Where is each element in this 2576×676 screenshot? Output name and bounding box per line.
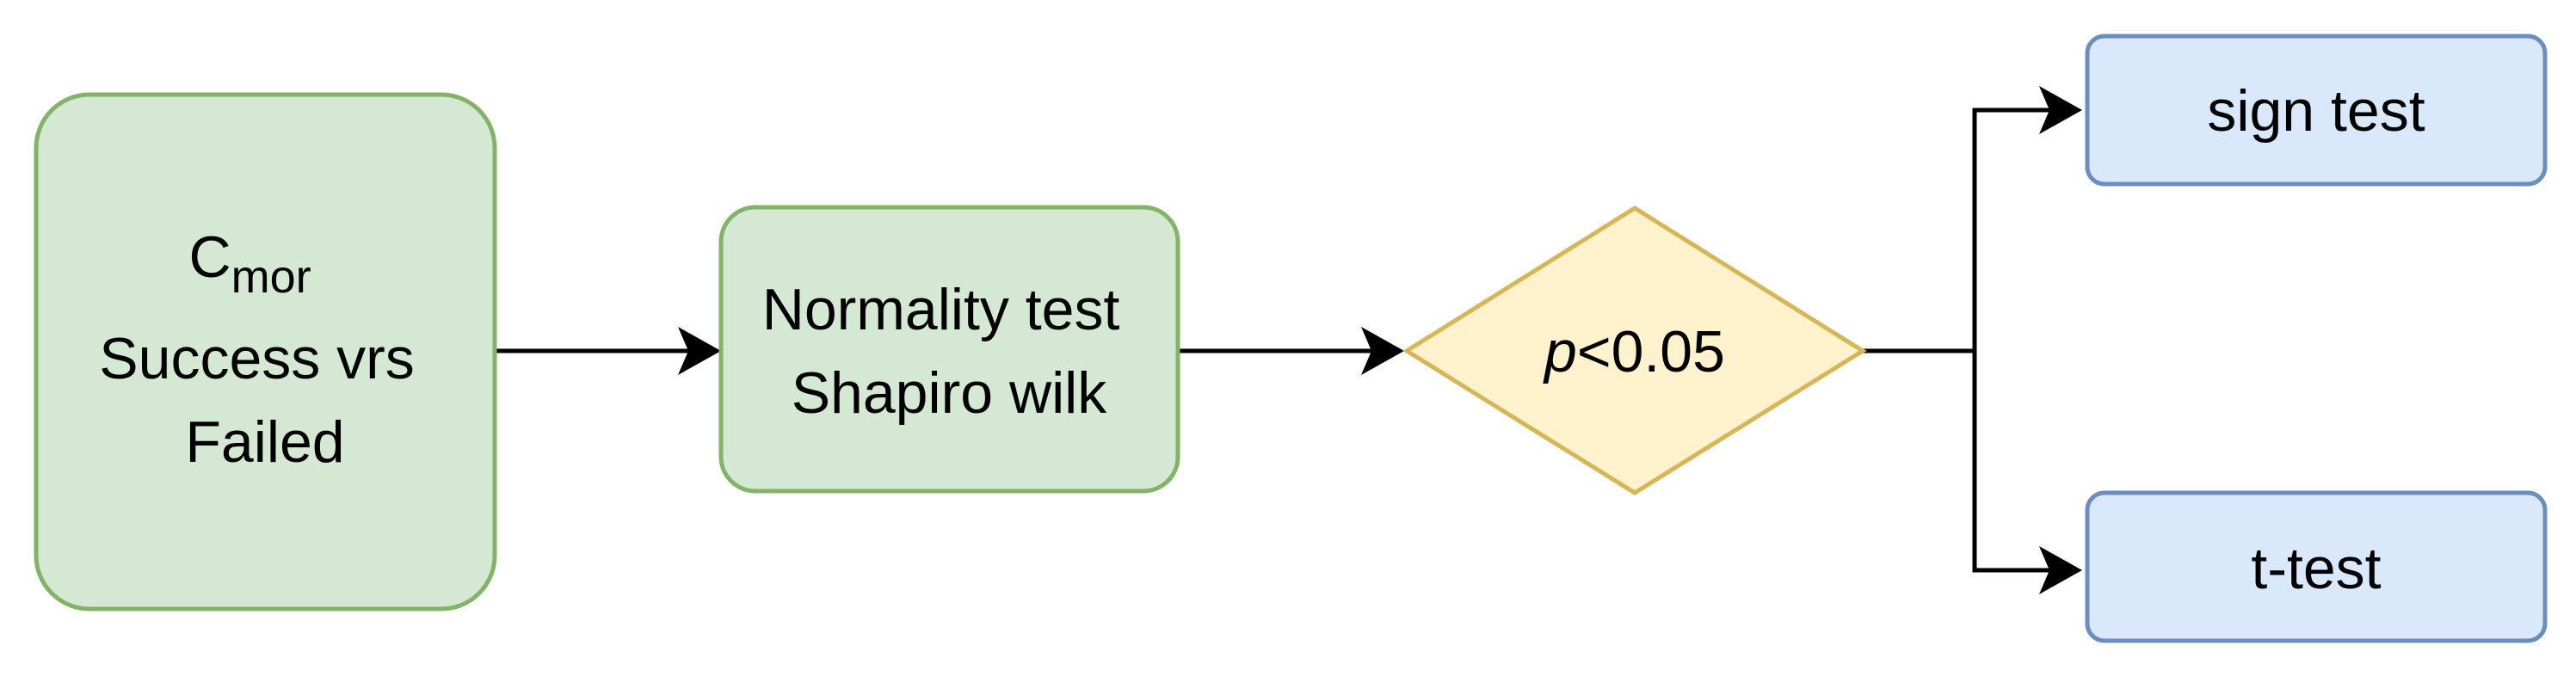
- edge-decision-to-t-test-arrowhead: [2039, 546, 2082, 594]
- node-input-line3: Failed: [185, 409, 344, 475]
- edge-decision-to-t-test: [1972, 351, 2074, 573]
- node-normality-test-line1: Normality test: [762, 277, 1120, 342]
- node-input-box: [34, 92, 497, 611]
- node-sign-test-box: [2085, 34, 2548, 187]
- node-sign-test-label: sign test: [2207, 78, 2425, 144]
- node-decision-label-p: p: [1543, 319, 1577, 384]
- node-decision: p<0.05: [1402, 206, 1867, 495]
- node-input-label-subscript: mor: [231, 251, 311, 303]
- edges: [496, 86, 2082, 594]
- node-normality-test: Normality test Shapiro wilk: [718, 205, 1180, 494]
- node-normality-test-label: Normality test Shapiro wilk: [762, 277, 1137, 426]
- node-t-test-label: t-test: [2251, 536, 2381, 601]
- node-decision-label-rest: <0.05: [1577, 319, 1725, 384]
- edge-decision-to-sign-test: [1863, 108, 2074, 353]
- node-input-label-main: C: [188, 224, 231, 290]
- node-normality-test-line2: Shapiro wilk: [792, 360, 1108, 426]
- node-decision-diamond: [1402, 206, 1867, 495]
- node-input-label: Cmor Success vrs Failed: [99, 224, 430, 475]
- node-input: Cmor Success vrs Failed: [34, 92, 497, 611]
- node-input-line2: Success vrs: [99, 326, 415, 391]
- node-normality-test-box: [718, 205, 1180, 494]
- node-t-test-box: [2085, 490, 2548, 643]
- edge-decision-to-sign-test-arrowhead: [2039, 86, 2082, 134]
- node-t-test: t-test: [2085, 490, 2548, 643]
- node-sign-test: sign test: [2085, 34, 2548, 187]
- edge-normality-to-decision-arrowhead: [1361, 327, 1404, 375]
- node-decision-label: p<0.05: [1543, 319, 1725, 384]
- edge-input-to-normality-arrowhead: [678, 327, 721, 375]
